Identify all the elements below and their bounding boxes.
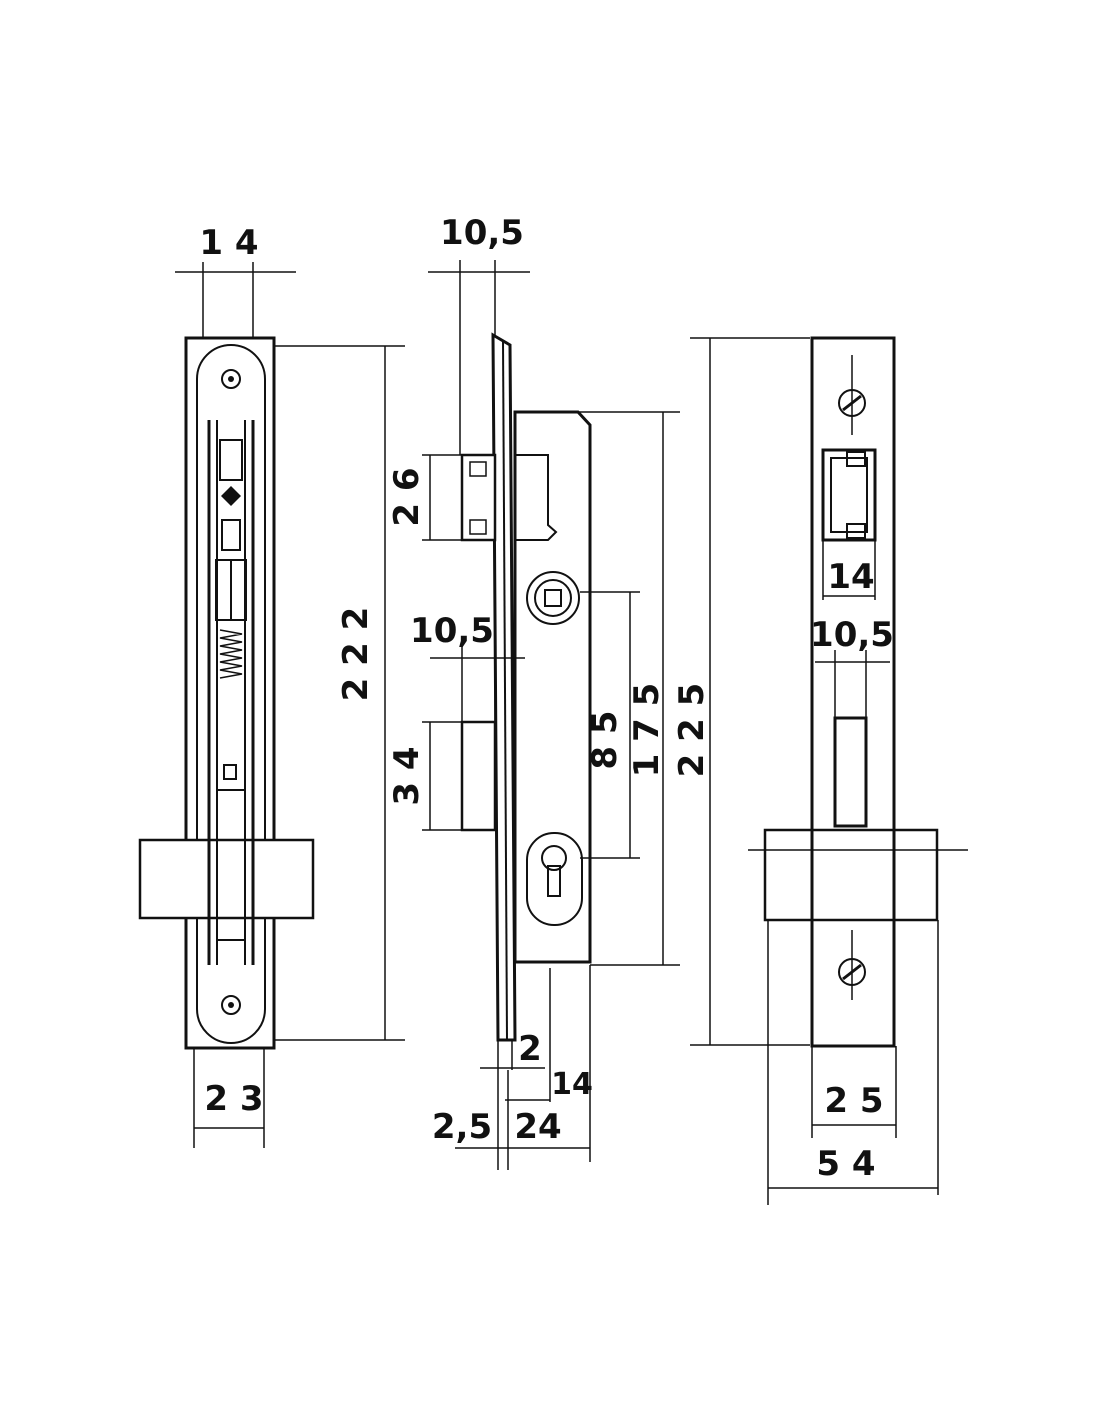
left-dim-bottom-width: 2 3 [204,1079,263,1119]
left-faceplate-outline [184,336,276,1050]
right-dim-latch-width: 14 [827,557,874,597]
left-view-faceplate: 1 4 2 2 2 2 3 [138,223,405,1148]
middle-cylinder-outline [526,832,583,926]
middle-dim-centers: 8 5 [585,710,625,769]
left-top-screw-hole [221,369,241,389]
middle-bolt [460,720,497,832]
middle-square-spindle-hole [544,589,562,607]
right-view-faceplate: 14 10,5 2 5 5 4 [748,336,968,1205]
middle-case-body [513,410,592,964]
middle-view-side: 10,5 2 6 10,5 3 4 8 5 1 7 5 2 2 5 [387,213,810,1170]
right-bolt-slot [833,716,868,828]
right-faceplate-outline [810,336,896,1048]
left-dim-height: 2 2 2 [336,607,376,702]
right-bolt-box [763,828,939,922]
middle-dim-top: 10,5 [440,213,524,253]
right-dim-overall-width: 5 4 [816,1144,875,1184]
left-spring [219,629,243,679]
middle-dim-case-height: 1 7 5 [627,683,667,778]
middle-dim-backset-small: 14 [551,1067,593,1102]
left-faceplate-inner-rounded [196,344,266,1044]
left-cam-diamond [221,486,241,506]
middle-faceplate-edge [491,332,517,1042]
left-bolt-box [138,838,315,920]
middle-keyhole [541,845,567,871]
middle-dim-faceplate-height: 2 2 5 [672,683,712,778]
left-bottom-screw-hole [221,995,241,1015]
right-latch-window [821,448,877,542]
left-dim-top-width: 1 4 [199,223,258,263]
middle-follower-hub [526,571,580,625]
right-dim-plate-width: 2 5 [824,1081,883,1121]
right-dim-bolt-width: 10,5 [810,615,894,655]
middle-dim-face-thickness: 2 [518,1029,542,1069]
middle-dim-bolt: 3 4 [387,746,427,805]
middle-dim-plate: 2,5 [432,1107,492,1147]
middle-dim-bolt-offset: 10,5 [410,611,494,651]
middle-dim-latch: 2 6 [387,467,427,526]
middle-dim-case-depth: 24 [514,1107,561,1147]
middle-latch [460,453,497,542]
